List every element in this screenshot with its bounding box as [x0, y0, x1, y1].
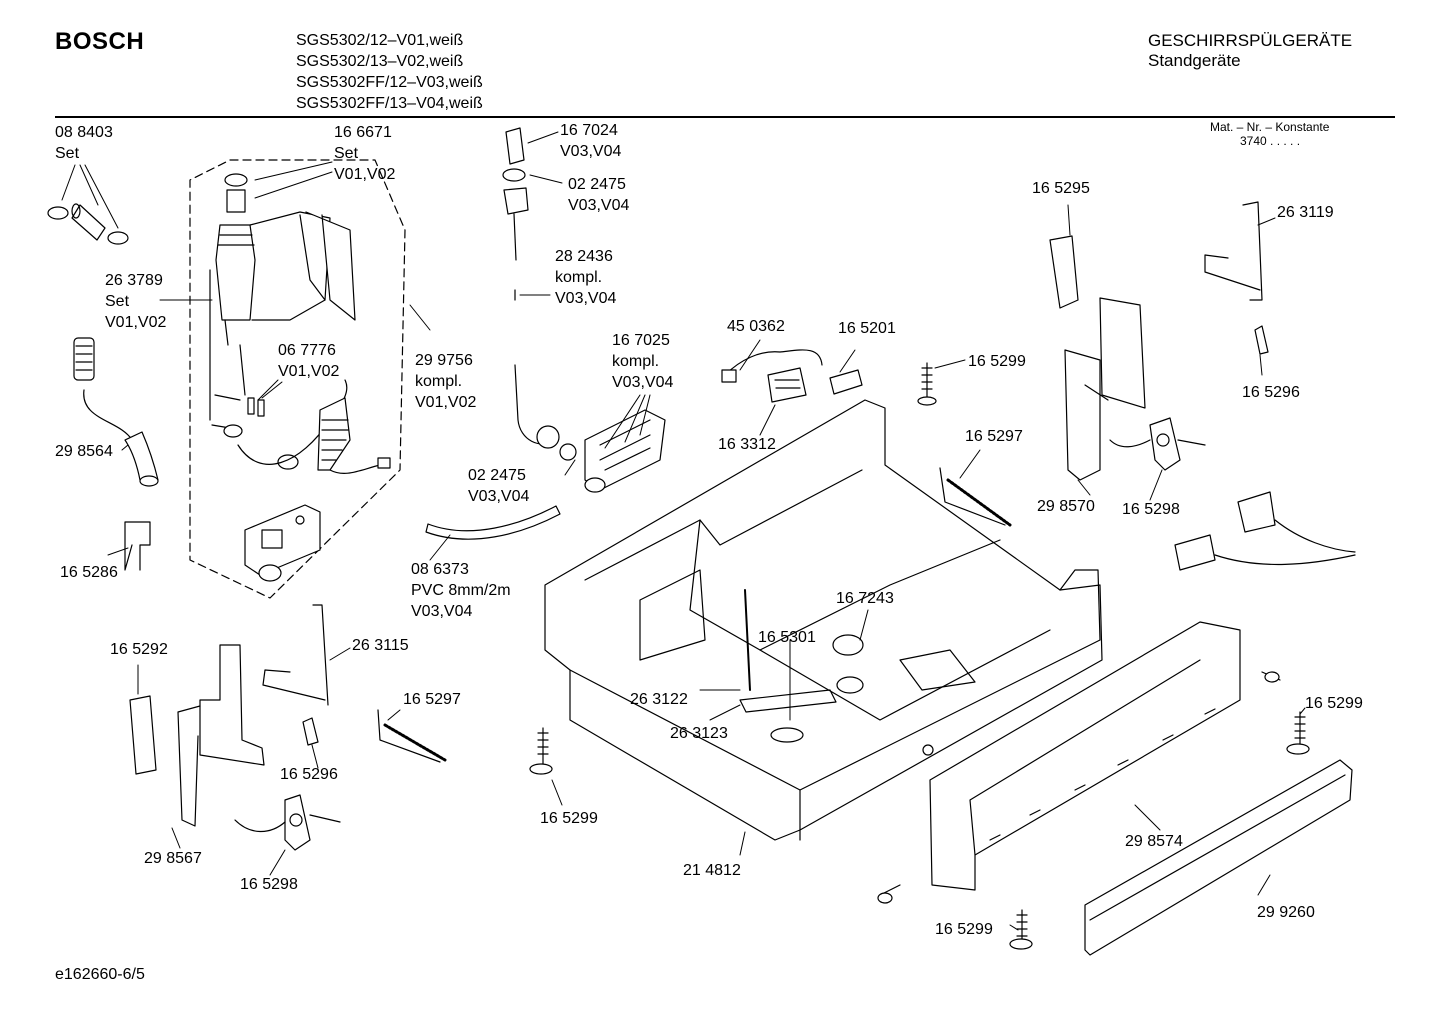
screw-part: [877, 884, 901, 904]
category-subtitle: Standgeräte: [1148, 51, 1241, 70]
part-label: 21 4812: [683, 862, 741, 879]
document-code: e162660-6/5: [55, 966, 145, 983]
material-number-value: 3740 . . . . .: [1240, 134, 1301, 148]
sensor-part: [1109, 417, 1206, 471]
part-label: 16 5299: [540, 810, 598, 827]
mounting-bracket-part: [1064, 297, 1146, 481]
hose-part: [73, 337, 159, 487]
part-label: 26 3122: [630, 691, 688, 708]
part-label: 16 5299: [1305, 695, 1363, 712]
plug-connector-part: [1174, 491, 1356, 571]
part-label: 16 5297: [965, 428, 1023, 445]
part-label: 16 5295: [1032, 180, 1090, 197]
part-label: 26 3115: [352, 637, 409, 654]
front-panel-part: [929, 621, 1241, 891]
part-label: 29 8574: [1125, 833, 1183, 850]
control-plate-part: [244, 504, 321, 582]
part-label: 29 8564: [55, 443, 113, 460]
part-label: 16 5296: [1242, 384, 1300, 401]
bracket-part: [1049, 235, 1079, 309]
part-label: 16 5286: [60, 564, 118, 581]
clip-part: [1254, 325, 1269, 355]
wire-harness-part: [237, 379, 391, 474]
category-title: GESCHIRRSPÜLGERÄTE: [1148, 31, 1353, 50]
bracket-part: [124, 521, 151, 571]
part-label: 16 5296: [280, 766, 338, 783]
model-line: SGS5302/13–V02,weiß: [296, 53, 464, 70]
screw-part: [1286, 711, 1310, 755]
model-list: SGS5302/12–V01,weiß SGS5302/13–V02,weiß …: [296, 30, 483, 114]
category-block: GESCHIRRSPÜLGERÄTE Standgeräte: [1148, 31, 1352, 71]
mounting-bracket-part: [177, 604, 329, 827]
part-label: 26 3123: [670, 725, 728, 742]
part-label: 16 5301: [758, 629, 816, 646]
model-line: SGS5302/12–V01,weiß: [296, 32, 464, 49]
bracket-part: [1204, 201, 1263, 301]
part-label: 16 5201: [838, 320, 896, 337]
spring-clip-part: [377, 709, 447, 763]
valve-kompl-part: [584, 409, 666, 493]
hose-fittings-assembly: [502, 127, 577, 461]
screw-part: [1261, 671, 1281, 683]
screw-part: [529, 727, 553, 775]
plinth-part: [1084, 759, 1353, 956]
part-label: 16 5299: [935, 921, 993, 938]
part-label: 16 3312: [718, 436, 776, 453]
part-label: 16 7243: [836, 590, 894, 607]
screw-part: [1009, 909, 1033, 950]
brand-logo: BOSCH: [55, 28, 145, 55]
part-label: 16 5299: [968, 353, 1026, 370]
part-label: 16 5298: [1122, 501, 1180, 518]
sensor-part: [234, 794, 341, 851]
material-number-block: Mat. – Nr. – Konstante 3740 . . . . .: [1210, 120, 1329, 148]
part-label: 16 5297: [403, 691, 461, 708]
model-line: SGS5302FF/12–V03,weiß: [296, 74, 483, 91]
part-label: 26 3119: [1277, 204, 1334, 221]
clamp-set-part: [47, 203, 129, 245]
part-label: 29 8567: [144, 850, 202, 867]
model-line: SGS5302FF/13–V04,weiß: [296, 95, 483, 112]
water-valve-assembly: [209, 173, 356, 438]
header-divider: [55, 116, 1395, 118]
clip-part: [302, 717, 319, 746]
screw-part: [917, 362, 937, 406]
material-number-title: Mat. – Nr. – Konstante: [1210, 120, 1330, 134]
part-label: 16 5292: [110, 641, 168, 658]
pvc-hose-part: [425, 505, 561, 540]
cover-part: [129, 695, 157, 775]
part-label: 45 0362: [727, 318, 785, 335]
base-tub-part: [544, 399, 1103, 841]
part-label: 29 9260: [1257, 904, 1315, 921]
assembly-boundary-dashed: [189, 159, 406, 599]
connector-cluster: [721, 349, 863, 403]
part-label: 29 8570: [1037, 498, 1095, 515]
leader-lines: [61, 131, 1306, 931]
spring-clip-part: [939, 467, 1012, 527]
part-label: 16 5298: [240, 876, 298, 893]
